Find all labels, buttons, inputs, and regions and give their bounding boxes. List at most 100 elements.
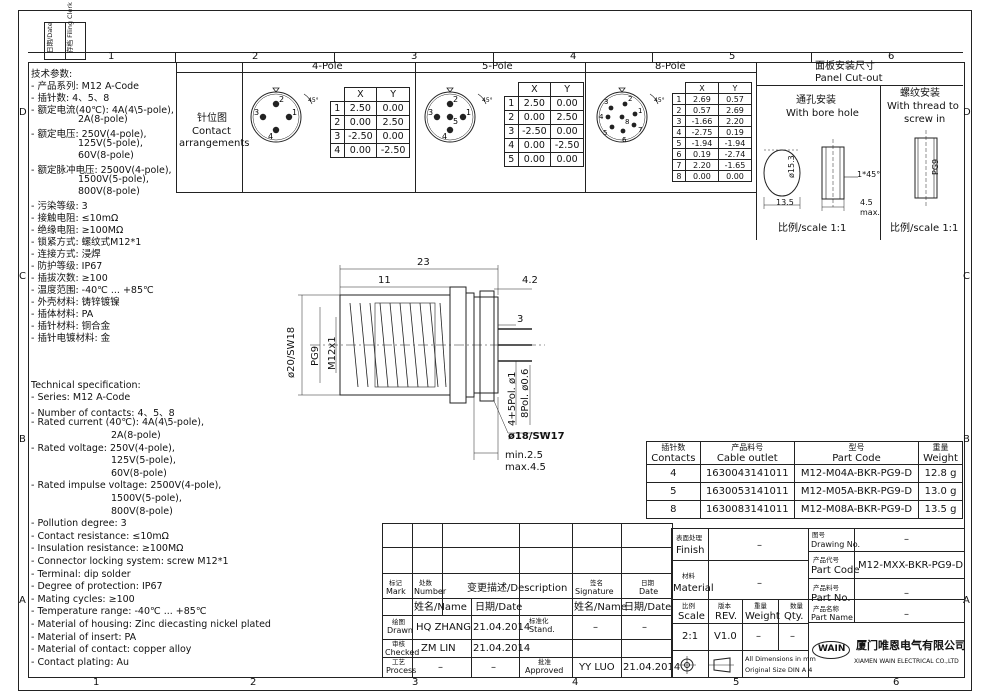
pole-table-cell: 2.50 bbox=[343, 101, 378, 116]
pole-table-cell: -2.74 bbox=[717, 148, 753, 160]
rev-approved-en: Approved bbox=[525, 666, 564, 675]
parts-cell: 1630083141011 bbox=[699, 500, 795, 519]
svg-text:2: 2 bbox=[453, 95, 458, 104]
pole-table-cell: -1.94 bbox=[684, 137, 719, 149]
svg-text:45°: 45° bbox=[654, 97, 665, 104]
svg-text:3: 3 bbox=[604, 98, 608, 106]
svg-text:5: 5 bbox=[603, 129, 607, 137]
pole-table-cell: 0.57 bbox=[684, 104, 719, 116]
bore-en: With bore hole bbox=[786, 108, 859, 119]
pole-table-header bbox=[672, 82, 686, 94]
company-logo: WAIN bbox=[812, 641, 850, 659]
parts-cell: 4 bbox=[646, 464, 701, 483]
partcode-val: M12-MXX-BKR-PG9-D bbox=[858, 560, 964, 571]
pole-table-cell: 2.50 bbox=[550, 110, 584, 125]
grid-col-5-bottom: 5 bbox=[733, 677, 740, 688]
parts-cell: 5 bbox=[646, 482, 701, 501]
qty-cn: 数量 bbox=[790, 602, 803, 610]
rev-approved-name: YY LUO bbox=[579, 662, 615, 673]
parts-cell: 13.0 g bbox=[918, 482, 963, 501]
pole-table-cell: 0.00 bbox=[684, 170, 719, 182]
pole-table-cell: 0.00 bbox=[517, 152, 552, 167]
pole-table-cell: -1.66 bbox=[684, 115, 719, 127]
dim-max: max. bbox=[860, 208, 880, 217]
tech-params-en-list: - Series: M12 A-Code- Number of contacts… bbox=[31, 392, 321, 669]
pole-table-cell: 3 bbox=[672, 115, 686, 127]
pole-table-cell: 0.00 bbox=[376, 129, 410, 144]
scale-right: 比例/scale 1:1 bbox=[890, 223, 959, 234]
qty-val: – bbox=[790, 631, 795, 642]
company-en: XIAMEN WAIN ELECTRICAL CO.,LTD bbox=[854, 658, 959, 665]
parts-cell: M12-M04A-BKR-PG9-D bbox=[793, 464, 920, 483]
spec-line: - 额定电压: 250V(4-pole), bbox=[31, 128, 147, 140]
pole-table-cell: -2.50 bbox=[343, 129, 378, 144]
parts-cell: M12-M05A-BKR-PG9-D bbox=[793, 482, 920, 501]
rev-mark-cn: 标记 bbox=[389, 579, 402, 587]
spec-line: - 插针电镀材料: 金 bbox=[31, 332, 111, 344]
weight-cn: 重量 bbox=[754, 602, 767, 610]
parts-header-en: Contacts bbox=[651, 453, 696, 464]
pole-table-cell: 0.00 bbox=[717, 170, 753, 182]
pole-table-header: Y bbox=[376, 87, 410, 102]
grid-tick bbox=[652, 52, 653, 62]
scale-val: 2:1 bbox=[682, 631, 699, 642]
pole-table-cell: -2.50 bbox=[550, 138, 584, 153]
parts-cell: M12-M08A-BKR-PG9-D bbox=[793, 500, 920, 519]
grid-tick bbox=[811, 52, 812, 62]
rev-sig-cn: 签名 bbox=[590, 579, 603, 587]
pole-table-cell: -2.75 bbox=[684, 126, 719, 138]
pole-table-cell: 2.20 bbox=[684, 159, 719, 171]
rev-date-hdr: 日期/Date bbox=[475, 602, 523, 613]
svg-text:2: 2 bbox=[628, 95, 632, 103]
spec-line: - 防护等级: IP67 bbox=[31, 260, 103, 272]
pole-table-cell: 4 bbox=[672, 126, 686, 138]
rev-process-name: – bbox=[438, 662, 443, 673]
svg-text:4: 4 bbox=[599, 113, 604, 121]
scale-cn: 比例 bbox=[682, 602, 695, 610]
parts-cell: 1630043141011 bbox=[699, 464, 795, 483]
dim-11: 11 bbox=[378, 275, 391, 286]
pole-table-cell: -1.94 bbox=[717, 137, 753, 149]
grid-col-1: 1 bbox=[108, 51, 115, 62]
rev-date-hdr2: 日期/Date bbox=[624, 602, 672, 613]
spec-line: 1500V(5-pole), bbox=[78, 173, 149, 185]
spec-line: - 插针数: 4、5、8 bbox=[31, 92, 110, 104]
arr-div-line bbox=[585, 62, 586, 192]
spec-line: - Insulation resistance: ≥100MΩ bbox=[31, 543, 184, 555]
pole-table-cell: 2 bbox=[330, 115, 345, 130]
spec-line: - 产品系列: M12 A-Code bbox=[31, 80, 140, 92]
tech-params-cn: 技术参数: - 产品系列: M12 A-Code- 插针数: 4、5、8- 额定… bbox=[31, 66, 201, 344]
dim-nut: ø18/SW17 bbox=[508, 431, 565, 442]
spec-line: - Number of contacts: 4、5、8 bbox=[31, 407, 175, 419]
svg-text:5: 5 bbox=[453, 117, 458, 126]
logo-text: WAIN bbox=[818, 644, 846, 654]
grid-col-3-bottom: 3 bbox=[412, 677, 419, 688]
rev-name-hdr: 姓名/Name bbox=[414, 602, 467, 613]
pole-table-cell: 0.00 bbox=[343, 143, 378, 158]
pole-table-header: Y bbox=[550, 82, 584, 97]
partno-cn: 产品料号 bbox=[813, 584, 839, 592]
rev-checked-en: Checked bbox=[385, 648, 420, 657]
grid-col-6: 6 bbox=[888, 51, 895, 62]
rev-stand-name: – bbox=[593, 622, 598, 633]
filing-label: 存档 Filing Clerk bbox=[66, 2, 74, 53]
finish-en: Finish bbox=[676, 545, 705, 556]
dim-bore-width: 13.5 bbox=[776, 198, 794, 207]
dim-23: 23 bbox=[417, 257, 430, 268]
drawing-val: – bbox=[904, 534, 909, 545]
arr-label-en2: arrangements bbox=[179, 138, 250, 149]
pole-table-header: X bbox=[517, 82, 552, 97]
dim-chamfer: 1*45° bbox=[857, 170, 881, 179]
rev-checked-date: 21.04.2014 bbox=[473, 643, 531, 654]
spec-line: 60V(8-pole) bbox=[78, 149, 134, 161]
panel-title-en: Panel Cut-out bbox=[815, 73, 883, 84]
pole4-diagram: 1 2 3 4 45° bbox=[250, 87, 319, 143]
dim-pin2: 8Pol. ø0.6 bbox=[520, 368, 531, 418]
parts-header-cn: 插针数 bbox=[661, 443, 686, 452]
tech-params-en-heading: Technical specification: bbox=[31, 380, 141, 391]
rev-desc: 变更描述/Description bbox=[467, 583, 568, 594]
rev-date-en: Date bbox=[639, 587, 659, 596]
rev-stand-date: – bbox=[642, 622, 647, 633]
